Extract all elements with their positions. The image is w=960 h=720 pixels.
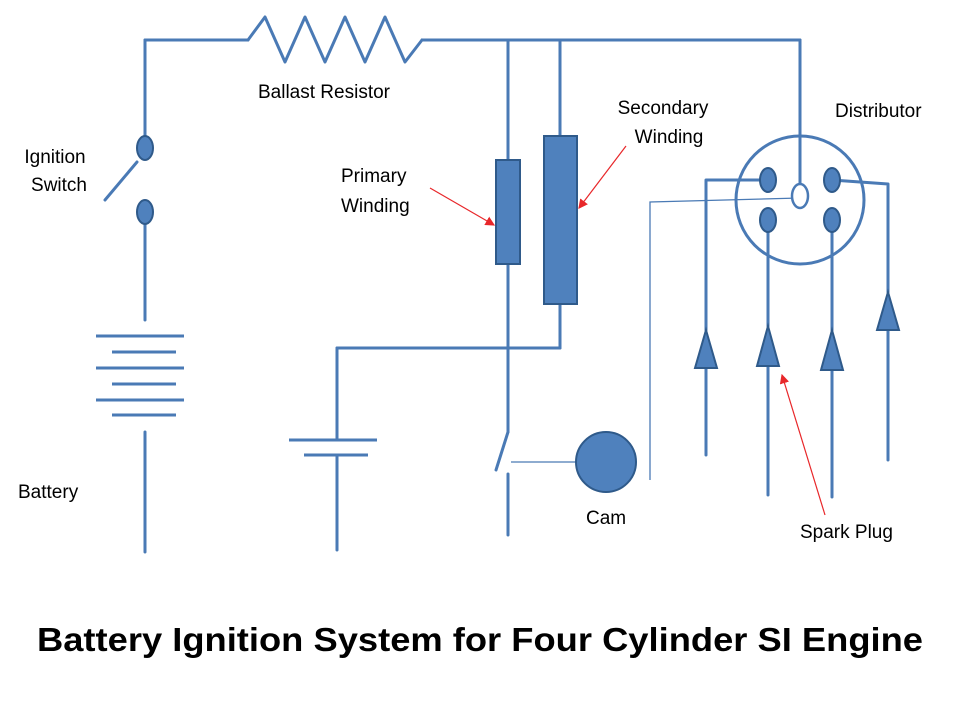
cam-label: Cam — [586, 508, 626, 529]
cam-to-distributor-link — [649, 197, 801, 480]
page-title: Battery Ignition System for Four Cylinde… — [37, 621, 923, 658]
plug-lead-1 — [704, 178, 770, 332]
ignition-contact-bottom — [136, 199, 154, 225]
spark-plug-label: Spark Plug — [800, 522, 893, 543]
spark-plug-3 — [819, 326, 845, 371]
ignition-switch-label-line1: Ignition — [24, 147, 85, 168]
distributor-contact-3 — [823, 207, 841, 233]
spark-plug-1 — [693, 326, 719, 369]
secondary-winding — [543, 135, 578, 305]
distributor-rotor — [790, 182, 810, 210]
ignition-switch-lever — [103, 160, 139, 202]
spark-plug-pointer-arrow — [779, 373, 826, 516]
cam — [575, 431, 637, 493]
primary-winding-label-line2: Winding — [341, 196, 410, 217]
ground-plates — [289, 438, 377, 457]
secondary-winding-label-line2: Winding — [635, 127, 704, 148]
battery-symbol — [96, 334, 184, 417]
ballast-resistor-label: Ballast Resistor — [258, 82, 391, 103]
secondary-pointer-arrow — [578, 145, 627, 209]
ignition-switch-label-line2: Switch — [31, 175, 87, 196]
secondary-winding-label-line1: Secondary — [618, 98, 709, 119]
breaker-arm — [494, 430, 510, 472]
distributor-contact-2 — [759, 207, 777, 233]
spark-plug-2 — [755, 322, 781, 367]
primary-winding — [495, 159, 521, 265]
primary-pointer-arrow — [429, 187, 496, 226]
primary-winding-label-line1: Primary — [341, 166, 407, 187]
distributor-contact-4 — [823, 167, 841, 193]
spark-plug-4 — [875, 288, 901, 331]
ignition-contact-top — [136, 135, 154, 161]
ballast-resistor-zigzag — [246, 15, 424, 64]
battery-label: Battery — [18, 482, 79, 503]
distributor-label: Distributor — [835, 101, 922, 122]
plug-lead-4 — [830, 178, 890, 294]
distributor-contact-1 — [759, 167, 777, 193]
